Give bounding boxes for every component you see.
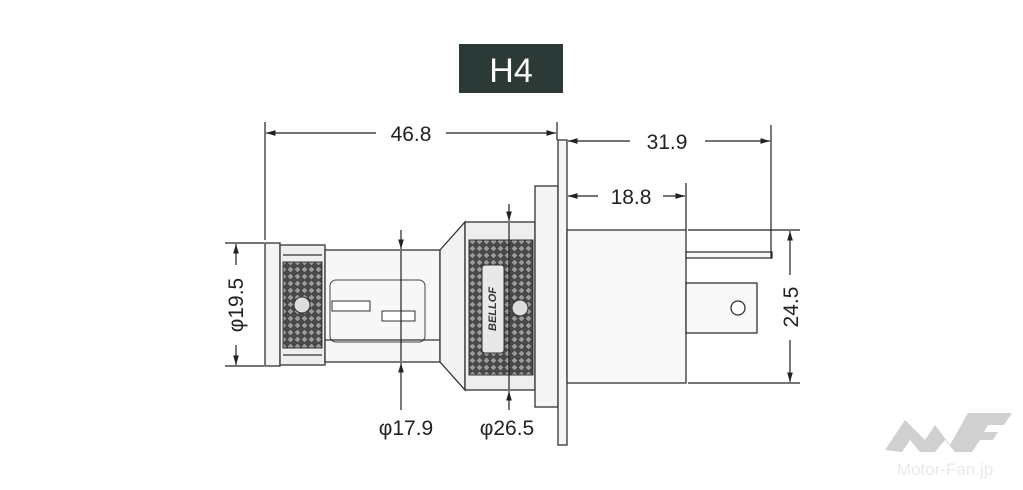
terminal-tab (685, 282, 758, 334)
led-chip (381, 310, 416, 322)
bulb-drawing: BELLOF (264, 139, 773, 446)
watermark-text: Motor-Fan.jp (897, 460, 993, 479)
dim-base-height: 24.5 (780, 287, 803, 328)
svg-text:BELLOF: BELLOF (487, 287, 499, 331)
socket-base (566, 229, 687, 384)
dim-overall-front: 46.8 (391, 123, 432, 146)
led-chip (331, 300, 371, 312)
dim-base-length: 18.8 (611, 186, 652, 209)
screw-icon (293, 296, 311, 314)
cone (439, 220, 466, 392)
flange-plate (557, 139, 568, 446)
motor-fan-watermark: Motor-Fan.jp (885, 413, 1012, 479)
dim-overall-rear: 31.9 (647, 131, 688, 154)
title-text: H4 (489, 52, 532, 90)
dimension-lines: 46.8 31.9 18.8 24.5 φ19.5 φ17.9 φ26.5 (225, 122, 803, 440)
screw-icon (511, 299, 529, 317)
dim-body-diameter: φ17.9 (379, 417, 434, 440)
flange-block (534, 185, 559, 408)
dim-heatsink-diameter: φ26.5 (480, 417, 535, 440)
mf-logo-icon (885, 413, 1012, 452)
end-cap (264, 242, 281, 367)
terminal-pin (685, 251, 773, 259)
dim-cap-diameter: φ19.5 (225, 278, 248, 333)
title-badge: H4 (459, 44, 563, 93)
led-body (324, 249, 441, 363)
